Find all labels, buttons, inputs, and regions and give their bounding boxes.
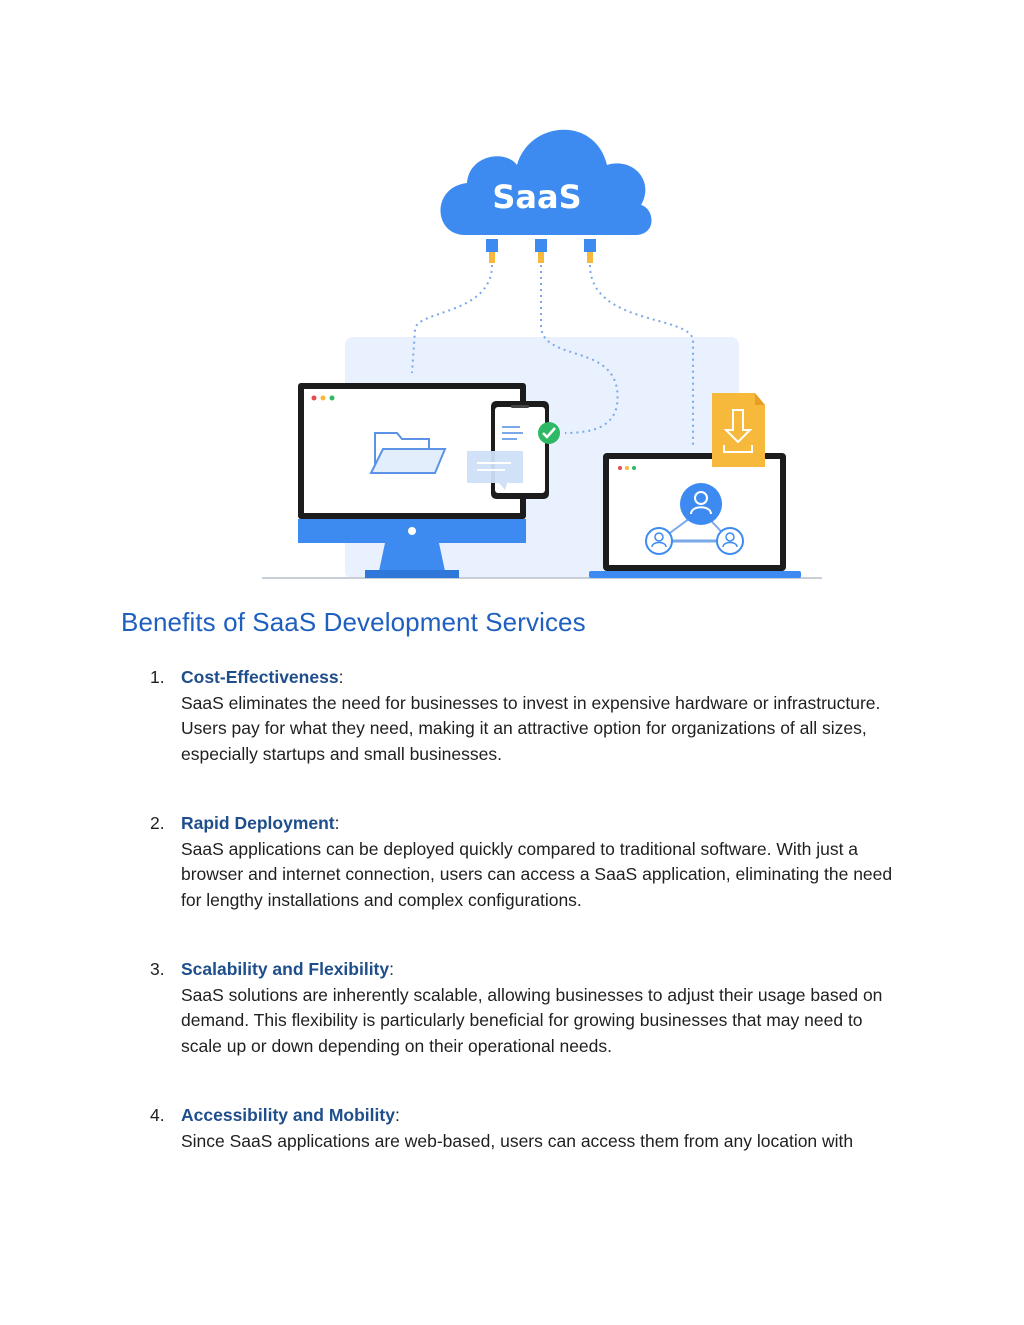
cloud-icon: SaaS bbox=[440, 129, 652, 235]
user-network-icon bbox=[645, 483, 744, 555]
item-number: 1. bbox=[150, 667, 165, 687]
desktop-monitor-icon bbox=[298, 383, 526, 578]
list-item: 4. Accessibility and Mobility: Since Saa… bbox=[148, 1103, 908, 1154]
download-file-icon bbox=[712, 393, 765, 467]
section-title: Benefits of SaaS Development Services bbox=[121, 607, 586, 637]
item-term: Rapid Deployment bbox=[181, 813, 335, 833]
checkmark-icon bbox=[538, 422, 560, 444]
item-term: Scalability and Flexibility bbox=[181, 959, 390, 979]
item-description: SaaS solutions are inherently scalable, … bbox=[181, 984, 883, 1056]
chat-bubble-icon bbox=[467, 451, 523, 490]
list-item: 3. Scalability and Flexibility: SaaS sol… bbox=[148, 957, 908, 1059]
item-term: Cost-Effectiveness bbox=[181, 667, 339, 687]
cloud-label: SaaS bbox=[492, 178, 581, 216]
item-colon: : bbox=[334, 813, 340, 833]
item-number: 3. bbox=[150, 959, 165, 979]
saas-illustration: SaaS bbox=[255, 115, 830, 585]
list-item: 1. Cost-Effectiveness: SaaS eliminates t… bbox=[148, 665, 908, 767]
item-description: SaaS applications can be deployed quickl… bbox=[181, 838, 893, 910]
benefits-list: 1. Cost-Effectiveness: SaaS eliminates t… bbox=[148, 665, 908, 1198]
folder-icon bbox=[369, 432, 447, 474]
item-colon: : bbox=[338, 667, 344, 687]
smartphone-icon bbox=[491, 401, 549, 499]
item-term: Accessibility and Mobility bbox=[181, 1105, 395, 1125]
item-number: 2. bbox=[150, 813, 165, 833]
item-colon: : bbox=[389, 959, 394, 979]
item-number: 4. bbox=[150, 1105, 165, 1125]
item-description: SaaS eliminates the need for businesses … bbox=[181, 692, 881, 764]
item-description: Since SaaS applications are web-based, u… bbox=[181, 1130, 854, 1151]
item-colon: : bbox=[394, 1105, 400, 1125]
list-item: 2. Rapid Deployment: SaaS applications c… bbox=[148, 811, 908, 913]
